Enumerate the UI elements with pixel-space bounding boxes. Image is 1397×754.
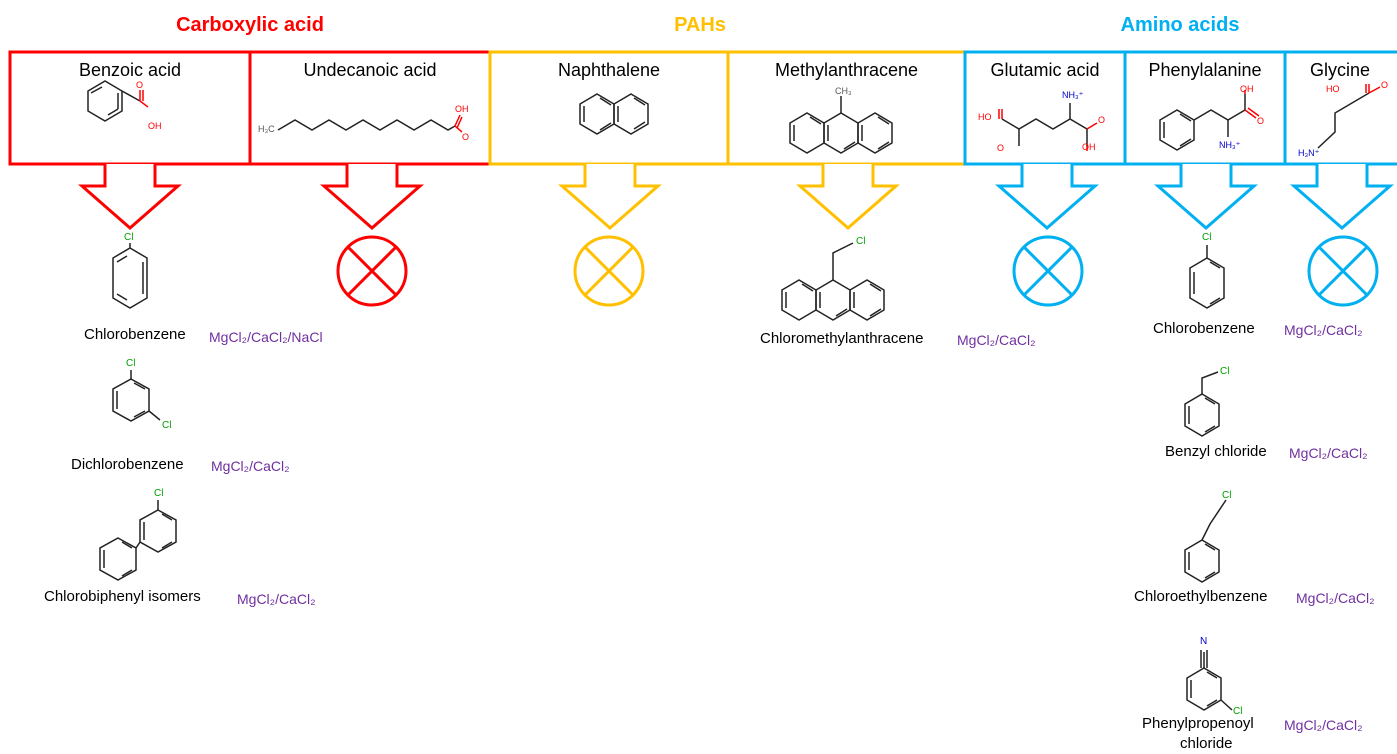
atom-label-cl: Cl <box>126 358 136 369</box>
box-title-naphthalene: Naphthalene <box>557 60 661 80</box>
product-name-line2: chloride <box>1180 735 1233 752</box>
atom-label-cl: Cl <box>162 420 172 431</box>
atom-label-o: O <box>136 80 144 90</box>
phenylalanine-arrow <box>1154 164 1258 230</box>
product-name: Chloroethylbenzene <box>1134 588 1268 605</box>
dichlorobenzene-structure <box>112 370 161 422</box>
atom-label-cl: Cl <box>154 488 164 499</box>
box-title-glutamic-acid: Glutamic acid <box>990 60 1100 80</box>
atom-label-cl: Cl <box>856 236 866 247</box>
atom-label-o: O <box>1381 80 1389 90</box>
no-reaction-icon <box>573 235 645 307</box>
atom-label-o: O <box>1098 115 1106 125</box>
atom-label-oh: OH <box>1082 142 1096 152</box>
atom-label-cl: Cl <box>124 232 134 243</box>
salt-label: MgCl₂/CaCl₂/NaCl <box>209 329 323 345</box>
atom-label-n: N <box>1200 636 1208 647</box>
naphthalene-structure <box>579 93 649 135</box>
atom-label-ch3: CH₃ <box>835 86 852 96</box>
group-title-amino-acids: Amino acids <box>1120 14 1240 36</box>
chloroethylbenzene-structure <box>1184 499 1227 583</box>
salt-label: MgCl₂/CaCl₂ <box>957 332 1036 348</box>
phenylalanine-structure <box>1159 94 1246 151</box>
box-title-undecanoic-acid: Undecanoic acid <box>303 60 437 80</box>
methylanthracene-structure <box>789 96 893 154</box>
glycine-arrow <box>1290 164 1394 230</box>
group-title-pahs: PAHs <box>674 14 726 36</box>
atom-label-ho: HO <box>1326 84 1340 94</box>
group-title-carboxylic-acid: Carboxylic acid <box>176 14 324 36</box>
salt-label: MgCl₂/CaCl₂ <box>1284 717 1363 733</box>
box-title-phenylalanine: Phenylalanine <box>1148 60 1262 80</box>
product-name: Phenylpropenoyl <box>1142 715 1254 732</box>
chloromethylanthracene-structure <box>781 242 885 321</box>
atom-label-o: O <box>997 143 1005 153</box>
salt-label: MgCl₂/CaCl₂ <box>1284 322 1363 338</box>
atom-label-h3c: H₃C <box>258 124 275 134</box>
atom-label-cl: Cl <box>1202 232 1212 243</box>
methylanthracene-arrow <box>796 164 900 230</box>
atom-label-oh: OH <box>148 121 162 131</box>
benzoic-arrow <box>78 164 182 230</box>
undecanoic-acid-structure <box>277 119 456 131</box>
glutamic-acid-structure <box>1001 103 1088 146</box>
product-name: Chlorobenzene <box>84 326 186 343</box>
atom-label-ho: HO <box>978 112 992 122</box>
atom-label-o: O <box>462 132 470 142</box>
salt-label: MgCl₂/CaCl₂ <box>1296 590 1375 606</box>
salt-label: MgCl₂/CaCl₂ <box>237 591 316 607</box>
chlorobenzene-structure <box>112 243 148 309</box>
naphthalene-arrow <box>558 164 662 230</box>
salt-label: MgCl₂/CaCl₂ <box>211 458 290 474</box>
box-title-benzoic-acid: Benzoic acid <box>78 60 182 80</box>
atom-label-nh3: NH₃⁺ <box>1062 90 1084 100</box>
no-reaction-icon <box>336 235 408 307</box>
chlorobenzene-structure <box>1189 245 1225 309</box>
atom-label-cl: Cl <box>1220 366 1230 377</box>
no-reaction-icon <box>1307 235 1379 307</box>
atom-label-o: O <box>1257 116 1265 126</box>
product-name: Chloromethylanthracene <box>760 330 924 347</box>
benzyl-chloride-structure <box>1184 371 1220 437</box>
atom-label-cl: Cl <box>1222 490 1232 501</box>
product-name: Dichlorobenzene <box>71 456 184 473</box>
atom-label-oh: OH <box>455 104 469 114</box>
product-name: Chlorobiphenyl isomers <box>44 588 201 605</box>
atom-label-h3n: H₃N⁺ <box>1298 148 1320 158</box>
chlorobiphenyl-structure <box>99 500 177 581</box>
undecanoic-arrow <box>320 164 424 230</box>
salt-label: MgCl₂/CaCl₂ <box>1289 445 1368 461</box>
glycine-structure <box>1317 92 1370 149</box>
glutamic-arrow <box>995 164 1099 230</box>
atom-label-cl: Cl <box>1233 706 1243 717</box>
box-title-glycine: Glycine <box>1309 60 1371 80</box>
box-title-methylanthracene: Methylanthracene <box>774 60 919 80</box>
benzoic-acid-structure <box>87 80 141 122</box>
phenylpropenoyl-chloride-structure <box>1186 650 1233 711</box>
no-reaction-icon <box>1012 235 1084 307</box>
atom-label-nh3: NH₃⁺ <box>1219 140 1241 150</box>
product-name: Chlorobenzene <box>1153 320 1255 337</box>
product-name: Benzyl chloride <box>1165 443 1267 460</box>
atom-label-oh: OH <box>1240 84 1254 94</box>
